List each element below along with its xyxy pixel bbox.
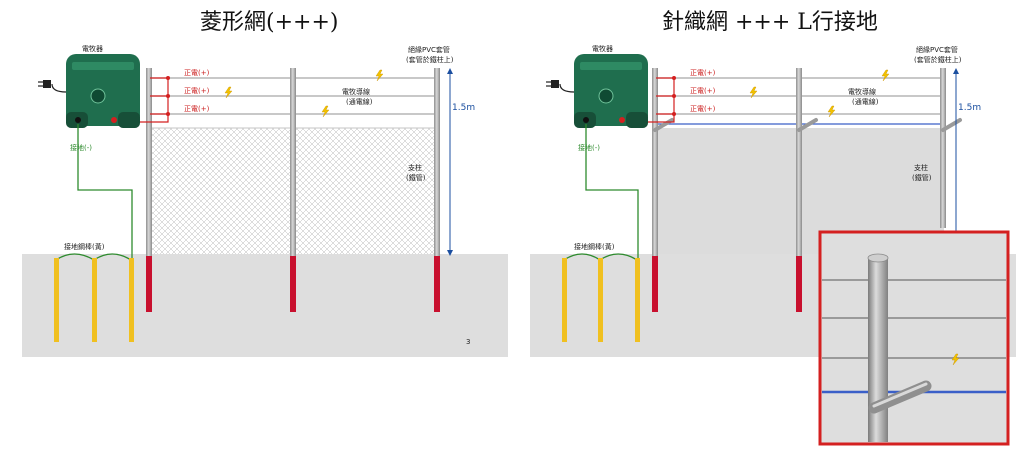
ground-rod (635, 258, 640, 342)
live-label: 正電(+) (690, 105, 716, 113)
fence-post (146, 68, 152, 258)
wire-label: 電牧導線 (342, 87, 370, 96)
insulator-label: 絕緣PVC套管 (916, 45, 958, 54)
energizer-label: 電牧器 (592, 44, 613, 53)
post-label: 支柱 (408, 163, 422, 172)
plug-icon (546, 80, 575, 93)
right-diagram: 電牧器 接地(-) 接地鋼棒(黃) 正電(+) 正電(+) 正電(+) 絕緣PV… (530, 44, 1016, 446)
ground-rods-label: 接地鋼棒(黃) (64, 242, 105, 251)
post-base (796, 256, 802, 312)
l-bracket (868, 380, 932, 414)
post-label: 支柱 (914, 163, 928, 172)
post-base (146, 256, 152, 312)
live-label: 正電(+) (184, 87, 210, 95)
ground-rod (598, 258, 603, 342)
diagram-title-left: 菱形網(+++) (200, 10, 339, 35)
post-base (652, 256, 658, 312)
live-label: 正電(+) (184, 69, 210, 77)
ground-rod (129, 258, 134, 342)
fence-post (940, 68, 946, 228)
lightning-icon (375, 69, 384, 82)
energizer-unit (574, 54, 648, 128)
fence-post (796, 68, 802, 258)
live-label: 正電(+) (184, 105, 210, 113)
wire-label-sub: (通電線) (852, 97, 879, 106)
live-label: 正電(+) (690, 87, 716, 95)
zoomed-post (868, 258, 888, 442)
ground-rod (54, 258, 59, 342)
ground-wire (77, 124, 133, 260)
height-label: 1.5m (452, 103, 475, 113)
insulator-label-sub: (套管於鐵柱上) (914, 55, 962, 64)
wire-label-sub: (通電線) (346, 97, 373, 106)
ground-rod (92, 258, 97, 342)
ground-label: 接地(-) (70, 143, 92, 152)
ground-label: 接地(-) (578, 143, 600, 152)
ground-rod (562, 258, 567, 342)
fence-post (290, 68, 296, 258)
post-base (434, 256, 440, 312)
insulator-label-sub: (套管於鐵柱上) (406, 55, 454, 64)
lightning-icon (881, 69, 890, 82)
energizer-label: 電牧器 (82, 44, 103, 53)
wire-label: 電牧導線 (848, 87, 876, 96)
ground-rods-label: 接地鋼棒(黃) (574, 242, 615, 251)
post-base (290, 256, 296, 312)
left-diagram: 電牧器 接地(-) 接地鋼棒(黃) 正電(+) 正電(+) 正電(+) 絕緣PV… (22, 44, 508, 357)
ground-wire (585, 124, 639, 260)
diagram-title-right: 針織網 +++ L行接地 (662, 10, 878, 35)
fence-post (434, 68, 440, 258)
live-lead (116, 77, 169, 123)
lightning-icon (321, 105, 330, 118)
page-number: 3 (466, 338, 470, 346)
zoom-inset (818, 230, 1010, 446)
plug-icon (38, 80, 67, 93)
fence-post (652, 68, 658, 258)
post-label-sub: (鐵管) (912, 173, 932, 182)
lightning-icon (827, 105, 836, 118)
insulator-label: 絕緣PVC套管 (408, 45, 450, 54)
live-label: 正電(+) (690, 69, 716, 77)
ground-area (22, 254, 508, 357)
height-label: 1.5m (958, 103, 981, 113)
post-label-sub: (鐵管) (406, 173, 426, 182)
energizer-unit (66, 54, 140, 128)
live-lead (624, 77, 675, 123)
